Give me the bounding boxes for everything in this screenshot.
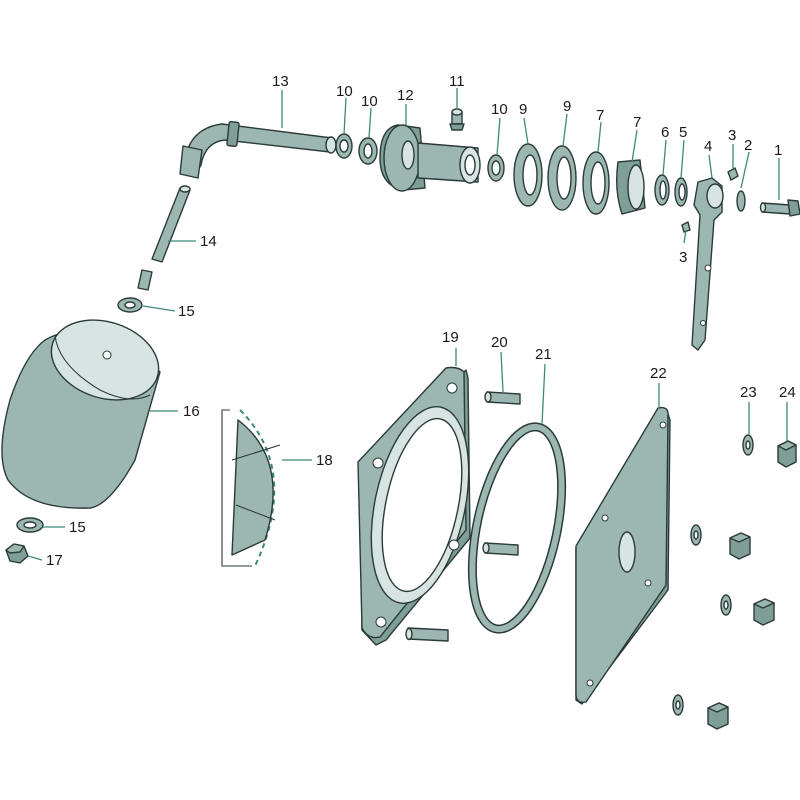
part-6-washer <box>654 174 670 206</box>
part-4-lever <box>691 177 724 351</box>
label-part-24: 24 <box>779 384 796 401</box>
part-23-washer-3 <box>720 594 732 616</box>
label-part-7-ring: 7 <box>596 107 604 124</box>
label-part-14: 14 <box>200 233 217 250</box>
part-23-washer-4 <box>672 694 684 716</box>
part-3-pin-upper <box>727 167 739 181</box>
part-5-washer <box>674 177 688 207</box>
part-24-nut-3 <box>753 598 775 626</box>
part-1-bolt <box>759 199 800 217</box>
part-22-cover-plate <box>575 406 671 705</box>
part-17-nut <box>5 543 29 564</box>
label-part-16: 16 <box>183 403 200 420</box>
label-part-4: 4 <box>704 138 712 155</box>
part-20-stud-bottom <box>405 627 449 642</box>
label-part-5: 5 <box>679 124 687 141</box>
part-11-grease-nipple <box>449 108 465 131</box>
label-part-3-upper: 3 <box>728 127 736 144</box>
part-24-nut-4 <box>707 702 729 730</box>
label-part-18: 18 <box>316 452 333 469</box>
label-part-10-c: 10 <box>491 101 508 118</box>
label-part-2: 2 <box>744 137 752 154</box>
label-part-1: 1 <box>774 142 782 159</box>
part-12-hub <box>379 124 481 192</box>
label-part-3-lower: 3 <box>679 249 687 266</box>
label-part-7-cam: 7 <box>633 114 641 131</box>
label-part-17: 17 <box>46 552 63 569</box>
label-part-10-a: 10 <box>336 83 353 100</box>
part-10-washer-a <box>335 133 353 159</box>
part-23-washer-2 <box>690 524 702 546</box>
label-part-13: 13 <box>272 73 289 90</box>
label-part-9-a: 9 <box>519 101 527 118</box>
part-15-washer-upper <box>117 297 143 313</box>
label-part-19: 19 <box>442 329 459 346</box>
label-part-20: 20 <box>491 334 508 351</box>
part-labels: 1 2 3 3 4 5 6 7 7 9 9 10 10 10 11 12 13 … <box>46 73 796 569</box>
part-14-rod <box>137 185 191 291</box>
label-part-12: 12 <box>397 87 414 104</box>
part-23-washer-1 <box>742 434 754 456</box>
label-part-6: 6 <box>661 124 669 141</box>
part-19-flange-plate <box>357 366 471 646</box>
leader-lines <box>27 88 788 561</box>
part-24-nut-2 <box>729 532 751 560</box>
part-9-ring-b <box>547 145 577 211</box>
part-21-gasket-ring <box>467 422 567 634</box>
part-7-cam <box>615 159 646 215</box>
part-2-washer <box>736 190 746 212</box>
part-16-drum <box>1 319 161 509</box>
label-part-15-upper: 15 <box>178 303 195 320</box>
label-part-22: 22 <box>650 365 667 382</box>
part-13-bent-tube <box>179 121 337 179</box>
part-20-stud-lower-mid <box>482 542 519 556</box>
label-part-10-b: 10 <box>361 93 378 110</box>
part-24-nut-1 <box>777 440 797 468</box>
part-9-ring-a <box>513 143 543 207</box>
label-part-21: 21 <box>535 346 552 363</box>
part-10-washer-b <box>358 137 378 165</box>
part-10-washer-c <box>487 154 505 182</box>
label-part-23: 23 <box>740 384 757 401</box>
label-part-11: 11 <box>449 73 465 90</box>
part-15-washer-lower <box>16 517 44 533</box>
label-part-9-b: 9 <box>563 98 571 115</box>
part-7-ring <box>582 151 610 215</box>
part-18-segment-inset <box>221 409 281 567</box>
part-20-stud-top <box>484 391 521 405</box>
part-3-pin-lower <box>681 221 691 233</box>
label-part-15-lower: 15 <box>69 519 86 536</box>
